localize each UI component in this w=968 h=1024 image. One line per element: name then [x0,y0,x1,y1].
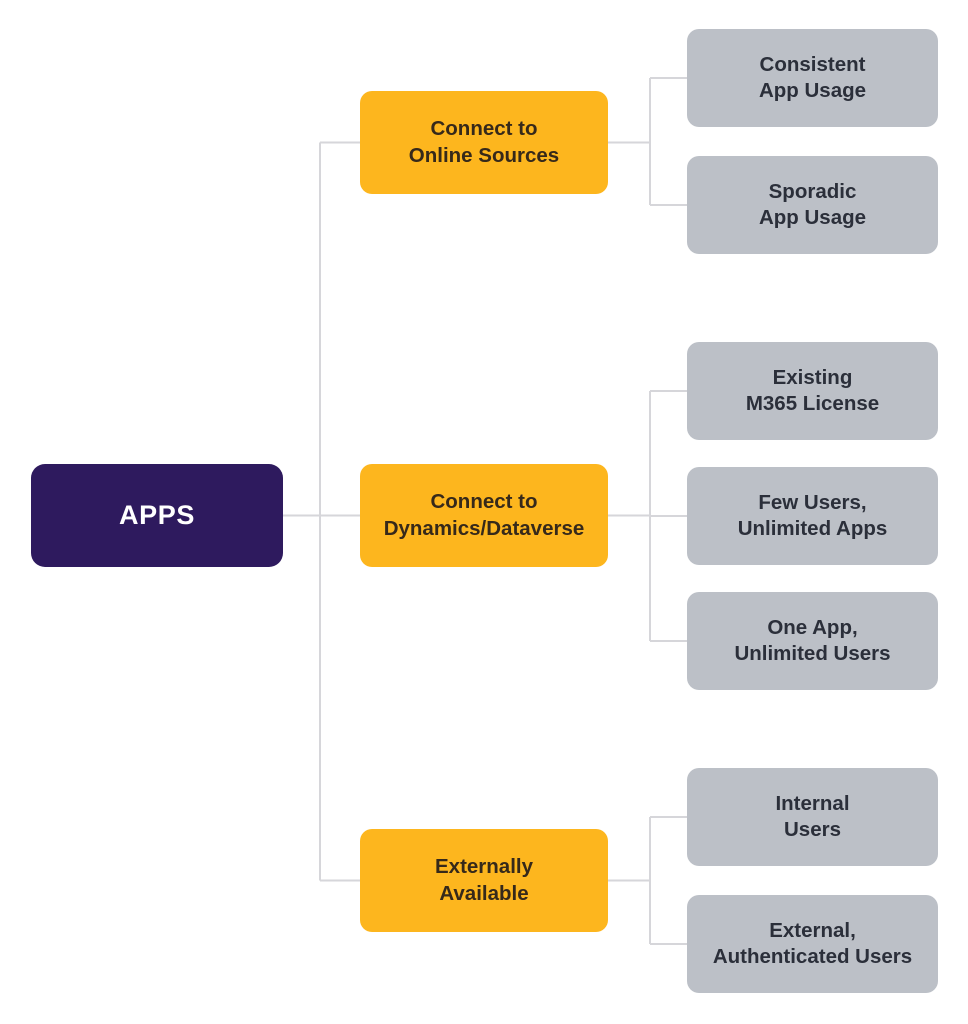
node-leaf-internal-users[interactable]: Internal Users [687,768,938,866]
node-leaf-consistent-app-usage[interactable]: Consistent App Usage [687,29,938,127]
node-leaf-sporadic-app-usage[interactable]: Sporadic App Usage [687,156,938,254]
node-leaf-few-users-unlimited-apps[interactable]: Few Users, Unlimited Apps [687,467,938,565]
node-leaf-one-app-unlimited-users[interactable]: One App, Unlimited Users [687,592,938,690]
node-branch-online-sources[interactable]: Connect to Online Sources [360,91,608,194]
node-branch-dynamics-dataverse[interactable]: Connect to Dynamics/Dataverse [360,464,608,567]
node-leaf-existing-m365-license[interactable]: Existing M365 License [687,342,938,440]
node-leaf-external-authenticated-users[interactable]: External, Authenticated Users [687,895,938,993]
node-branch-externally-available[interactable]: Externally Available [360,829,608,932]
node-root-apps[interactable]: APPS [31,464,283,567]
